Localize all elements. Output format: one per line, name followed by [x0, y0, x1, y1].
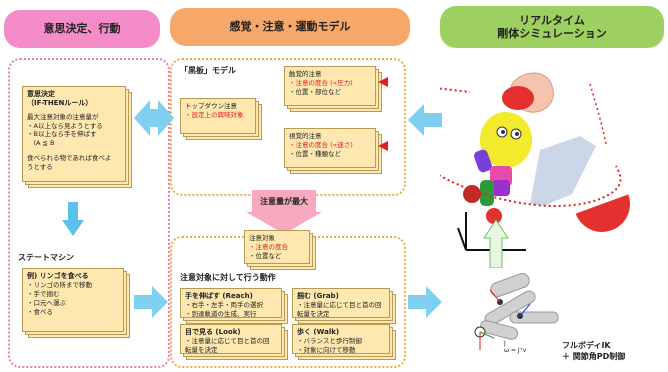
arrow-max-attention — [246, 190, 322, 234]
arrow-state-to-actions — [134, 286, 168, 318]
robot-simulation-illustration — [440, 72, 630, 268]
reach-action-note: 手を伸ばす (Reach) ・右手・左手・両手の選択 ・到達軌道の生成、実行 — [180, 288, 282, 318]
arrow-sim-to-blackboard — [408, 104, 442, 136]
topdown-attention-note: トップダウン注意 ・設定上の興味対象 — [180, 98, 256, 134]
actions-label: 注意対象に対して行う動作 — [180, 273, 276, 282]
header-sensory-model: 感覚・注意・運動モデル — [170, 8, 410, 46]
header-decision-action: 意思決定、行動 — [4, 10, 160, 48]
attention-target-note: 注意対象 ・注意の度合 ・位置など — [244, 230, 310, 264]
header-realtime-simulation: リアルタイム剛体シミュレーション — [440, 6, 664, 48]
decision-rule-note: 意思決定 （IF-THENルール） 最大注意対象の注意量が ・A以上なら見ようと… — [22, 86, 126, 182]
walk-action-note: 歩く (Walk) ・バランスと歩行制御 ・対象に向けて移動 — [292, 324, 390, 354]
arrow-actions-to-sim — [408, 286, 442, 318]
arrow-down-left — [62, 202, 84, 236]
ik-skeleton-illustration — [474, 273, 559, 350]
state-machine-label: ステートマシン — [18, 253, 74, 262]
state-machine-note: 例) リンゴを食べる ・リンゴの所まで移動 ・手で掴む ・口元へ運ぶ ・食べる — [22, 268, 124, 332]
ik-caption: フルボディIK ＋ 関節角PD制御 — [562, 341, 626, 362]
tactile-attention-note: 触覚的注意 ・注意の度合 (∝圧力) ・位置・部位など — [284, 66, 376, 106]
decision-panel — [8, 58, 170, 368]
ik-equation: J ω = J⁺v — [504, 340, 527, 355]
max-attention-label: 注意量が最大 — [260, 197, 308, 206]
red-arrowheads — [378, 77, 388, 151]
visual-attention-note: 視覚的注意 ・注意の度合 (∝速さ) ・位置・種類など — [284, 128, 376, 168]
blackboard-label: 「黒板」モデル — [180, 66, 236, 75]
look-action-note: 目で見る (Look) ・注意量に応じて目と首の回 転量を決定 — [180, 324, 282, 354]
grab-action-note: 掴む (Grab) ・注意量に応じて目と首の回 転量を決定 — [292, 288, 390, 318]
arrow-left-to-blackboard — [134, 100, 174, 136]
